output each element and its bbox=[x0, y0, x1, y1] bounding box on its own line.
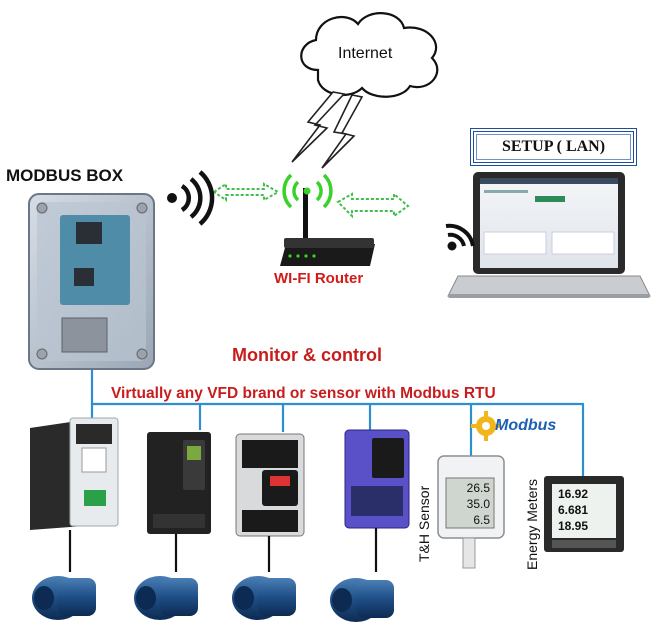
internet-link-arrows bbox=[291, 91, 364, 169]
pump-motor-4 bbox=[330, 578, 394, 622]
vfd-drive-1 bbox=[30, 417, 119, 530]
setup-lan-label: SETUP ( LAN) bbox=[470, 128, 637, 166]
laptop-setup bbox=[445, 172, 651, 298]
vfd-drive-4 bbox=[344, 429, 410, 529]
bus-lines bbox=[90, 368, 585, 478]
wifi-router-label: WI-FI Router bbox=[274, 270, 364, 287]
wireless-link-right bbox=[336, 191, 410, 219]
vfd-support-label: Virtually any VFD brand or sensor with M… bbox=[111, 385, 496, 402]
internet-label: Internet bbox=[338, 45, 393, 62]
meter-value-2: 6.681 bbox=[558, 503, 588, 517]
pump-motor-1 bbox=[32, 576, 96, 620]
modbus-logo-icon bbox=[471, 411, 501, 441]
energy-meters-label: Energy Meters bbox=[524, 478, 540, 570]
vfd-drive-2 bbox=[147, 432, 211, 534]
th-sensor-label: T&H Sensor bbox=[416, 485, 432, 562]
th-value-3: 6.5 bbox=[473, 513, 490, 527]
th-sensor-device bbox=[437, 455, 505, 569]
pump-motor-3 bbox=[232, 576, 296, 620]
wifi-signal-icon bbox=[167, 170, 215, 226]
meter-value-1: 16.92 bbox=[558, 487, 588, 501]
modbus-logo-text: Modbus bbox=[495, 417, 557, 434]
th-value-1: 26.5 bbox=[467, 481, 491, 495]
th-value-2: 35.0 bbox=[467, 497, 491, 511]
modbus-box-label: MODBUS BOX bbox=[6, 166, 124, 185]
wifi-router bbox=[280, 173, 375, 266]
vfd-drive-3 bbox=[235, 433, 305, 537]
meter-value-3: 18.95 bbox=[558, 519, 588, 533]
wireless-link-left bbox=[212, 182, 281, 202]
pump-motor-2 bbox=[134, 576, 198, 620]
energy-meter-device bbox=[544, 476, 624, 552]
motor-cables bbox=[68, 528, 378, 572]
modbus-box-device bbox=[28, 193, 155, 370]
monitor-control-label: Monitor & control bbox=[232, 345, 382, 365]
internet-cloud bbox=[300, 12, 439, 98]
